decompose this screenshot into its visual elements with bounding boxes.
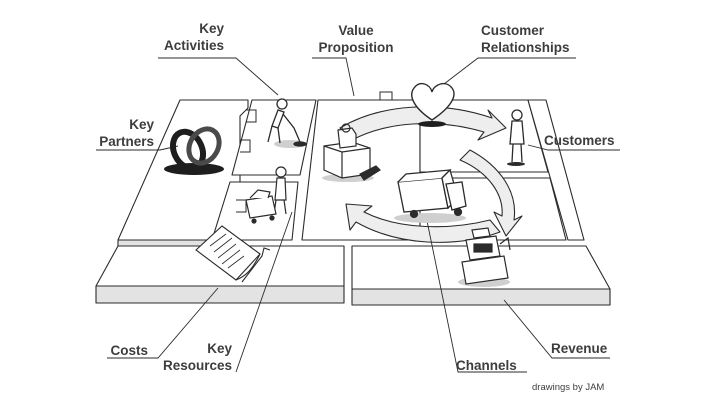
label-value-proposition-line2: Proposition xyxy=(318,40,394,55)
label-key-activities-line1: Key xyxy=(199,21,224,36)
leader-channels xyxy=(425,215,527,373)
label-revenue-line1: Revenue xyxy=(551,341,608,356)
leader-customer-relationships xyxy=(443,57,576,85)
label-customers-line1: Customers xyxy=(544,133,615,148)
interlocked-rings-icon xyxy=(164,126,224,175)
label-channels: Channels xyxy=(456,357,536,374)
label-key-partners-line1: Key xyxy=(129,117,154,132)
label-customer-relationships-line1: Customer xyxy=(481,23,545,38)
label-costs: Costs xyxy=(90,342,148,359)
leader-costs xyxy=(107,287,219,359)
customers-panel xyxy=(527,99,585,241)
leader-key-resources xyxy=(235,211,293,373)
person-with-cart-icon xyxy=(245,166,287,224)
flow-arrow-right xyxy=(459,149,523,237)
leader-key-activities xyxy=(158,57,279,96)
leader-revenue xyxy=(503,299,610,359)
credit-text: drawings by JAM xyxy=(532,382,605,393)
gift-boxes-icon xyxy=(322,123,381,182)
leader-customers xyxy=(527,144,620,151)
leader-value-proposition xyxy=(312,57,355,97)
leader-lines xyxy=(96,57,620,373)
label-key-activities: Key Activities xyxy=(150,20,224,54)
label-key-resources: Key Resources xyxy=(156,340,232,374)
flow-arrow-bottom xyxy=(345,203,501,243)
person-digging-icon xyxy=(267,98,307,148)
delivery-truck-icon xyxy=(394,168,467,223)
cash-register-icon xyxy=(458,227,511,287)
label-value-proposition: Value Proposition xyxy=(310,22,402,56)
label-customer-relationships-line2: Relationships xyxy=(481,40,570,55)
label-revenue: Revenue xyxy=(551,340,621,357)
label-key-resources-line1: Key xyxy=(207,341,232,356)
label-key-partners-line2: Partners xyxy=(99,134,154,149)
label-customers: Customers xyxy=(544,132,624,149)
label-value-proposition-line1: Value xyxy=(338,23,374,38)
label-key-resources-line2: Resources xyxy=(162,358,232,373)
label-customer-relationships: Customer Relationships xyxy=(481,22,591,56)
board-edge-right xyxy=(351,288,611,306)
heart-icon xyxy=(411,82,455,127)
receipt-paper-icon xyxy=(195,225,271,283)
standing-person-icon xyxy=(507,109,525,166)
label-channels-line1: Channels xyxy=(456,358,517,373)
label-key-partners: Key Partners xyxy=(80,116,154,150)
board-edge-left xyxy=(95,285,345,304)
label-costs-line1: Costs xyxy=(110,343,148,358)
label-key-activities-line2: Activities xyxy=(163,38,224,53)
